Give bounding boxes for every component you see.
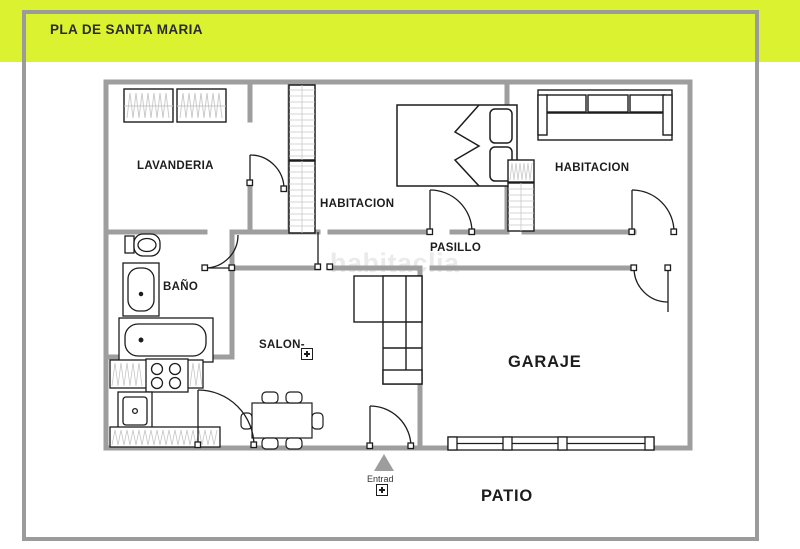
room-label-lavanderia: LAVANDERIA [137,160,214,172]
entrance-label: Entrad [367,474,394,484]
room-label-habitacion-1: HABITACION [320,198,395,210]
room-label-salon: SALON- [259,339,305,351]
room-label-patio: PATIO [481,487,533,505]
salon-expand-icon[interactable] [301,348,313,360]
room-label-pasillo: PASILLO [430,242,482,254]
room-label-habitacion-2: HABITACION [555,162,630,174]
room-label-garaje: GARAJE [508,353,582,371]
watermark-habitaclia: habitaclia [330,248,460,278]
plan-frame-border [22,10,759,541]
entrance-marker-icon [374,454,394,471]
entrance-expand-icon[interactable] [376,484,388,496]
room-label-bano: BAÑO [163,281,199,293]
page-title: PLA DE SANTA MARIA [50,22,203,37]
